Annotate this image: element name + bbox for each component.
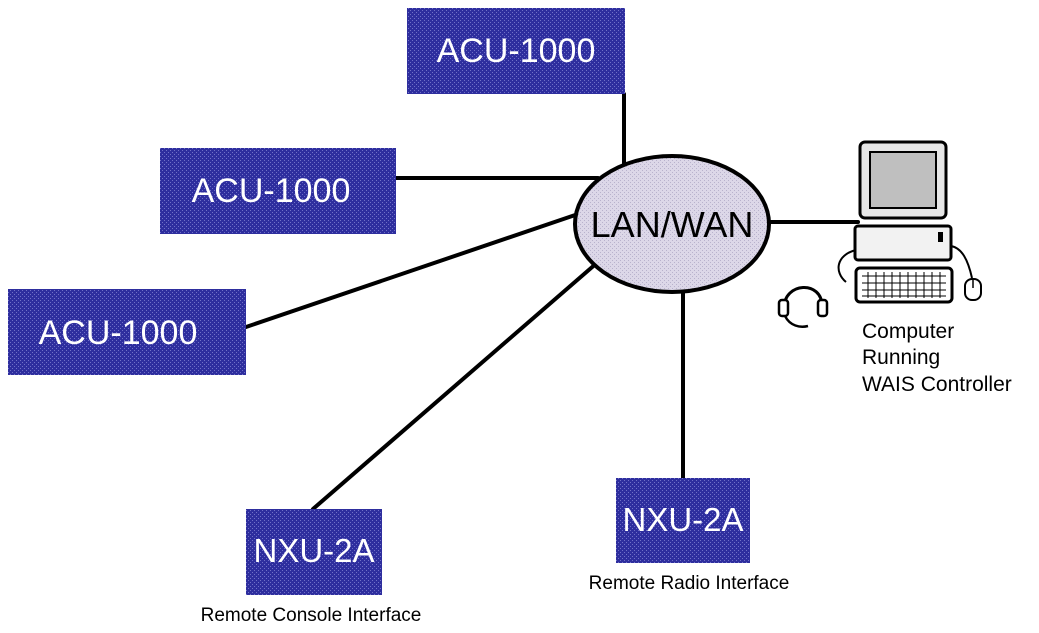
acu-left-label: ACU-1000: [39, 314, 198, 352]
nxu-radio-label: NXU-2A: [622, 501, 743, 538]
acu-middle-label: ACU-1000: [192, 172, 351, 210]
headset-icon: [777, 286, 829, 328]
nxu-2a-radio-device: NXU-2A: [616, 478, 750, 563]
mouse-icon: [950, 245, 982, 301]
nxu-2a-console-device: NXU-2A: [246, 509, 382, 595]
acu-1000-device-top: ACU-1000: [407, 8, 625, 94]
lan-wan-hub: LAN/WAN: [573, 154, 771, 294]
acu-top-label: ACU-1000: [437, 32, 596, 70]
remote-console-caption: Remote Console Interface: [201, 605, 422, 626]
link-nxu-console: [311, 260, 600, 511]
nxu-console-label: NXU-2A: [253, 532, 374, 569]
link-acu-left: [244, 210, 586, 329]
hub-label: LAN/WAN: [591, 204, 754, 245]
computer-icon: [837, 140, 954, 304]
computer-caption-line1: Computer: [862, 320, 954, 343]
remote-radio-caption: Remote Radio Interface: [589, 573, 790, 594]
acu-1000-device-middle: ACU-1000: [160, 148, 396, 234]
acu-1000-device-left: ACU-1000: [8, 289, 246, 375]
computer-caption-line3: WAIS Controller: [862, 373, 1012, 396]
computer-caption-line2: Running: [862, 346, 940, 369]
